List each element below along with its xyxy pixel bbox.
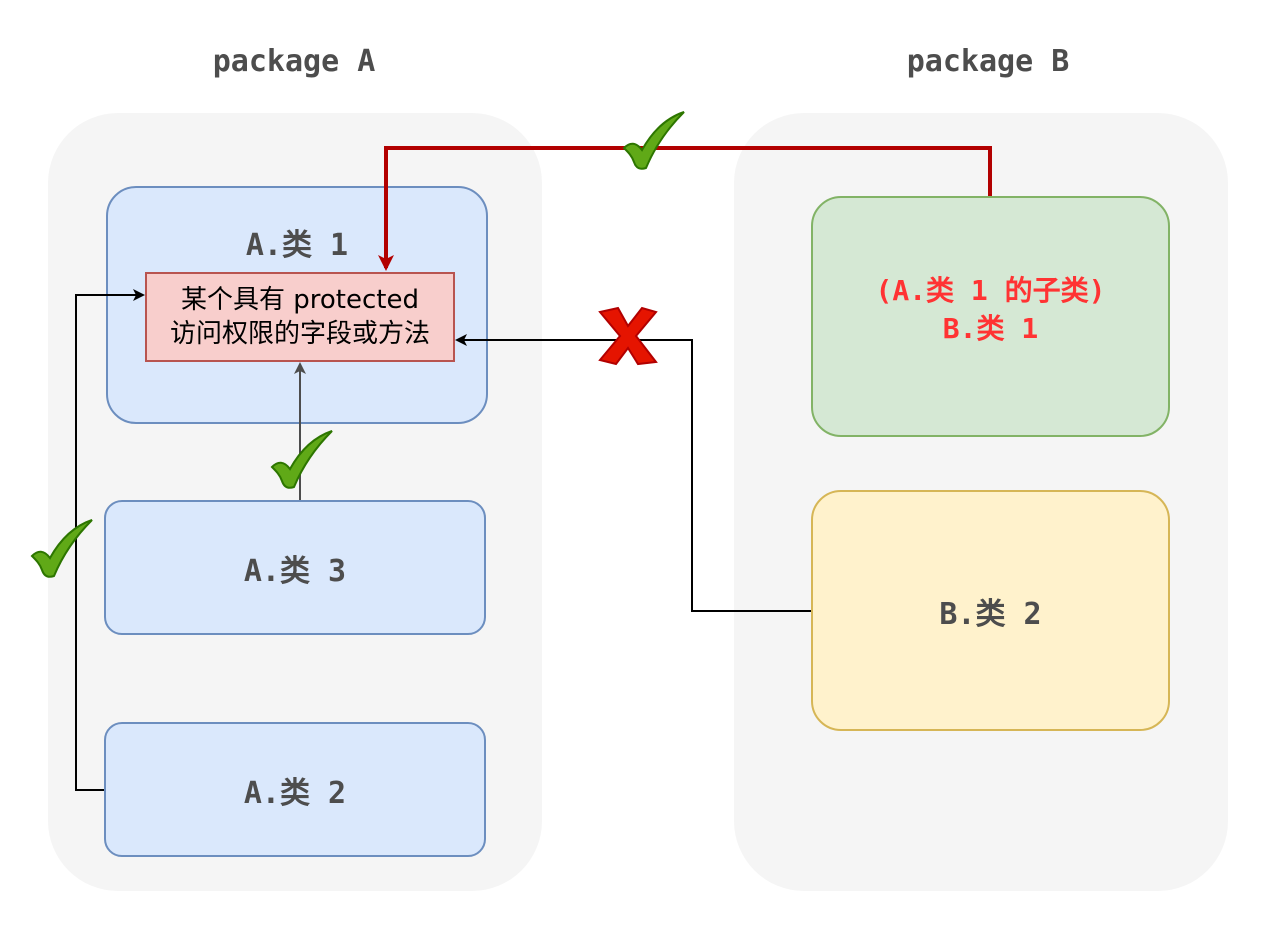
class-a3[interactable]: A.类 3	[104, 500, 486, 635]
class-b2[interactable]: B.类 2	[811, 490, 1170, 731]
check-icon	[622, 111, 685, 170]
class-a2[interactable]: A.类 2	[104, 722, 486, 857]
class-b1-label: B.类 1	[942, 312, 1039, 345]
class-a3-label: A.类 3	[243, 553, 347, 589]
protected-member-line2: 访问权限的字段或方法	[169, 319, 430, 349]
class-b1[interactable]: (A.类 1 的子类) B.类 1	[811, 196, 1170, 437]
class-a2-label: A.类 2	[243, 775, 347, 811]
package-b-title: package B	[906, 44, 1070, 79]
class-b2-label: B.类 2	[939, 596, 1042, 632]
cross-icon	[598, 306, 658, 366]
package-a-title: package A	[212, 44, 376, 79]
class-a1-label: A.类 1	[245, 228, 349, 263]
protected-member[interactable]: 某个具有 protected 访问权限的字段或方法	[145, 272, 455, 362]
class-b1-subtitle: (A.类 1 的子类)	[875, 274, 1106, 307]
protected-member-line1: 某个具有 protected	[181, 285, 419, 315]
